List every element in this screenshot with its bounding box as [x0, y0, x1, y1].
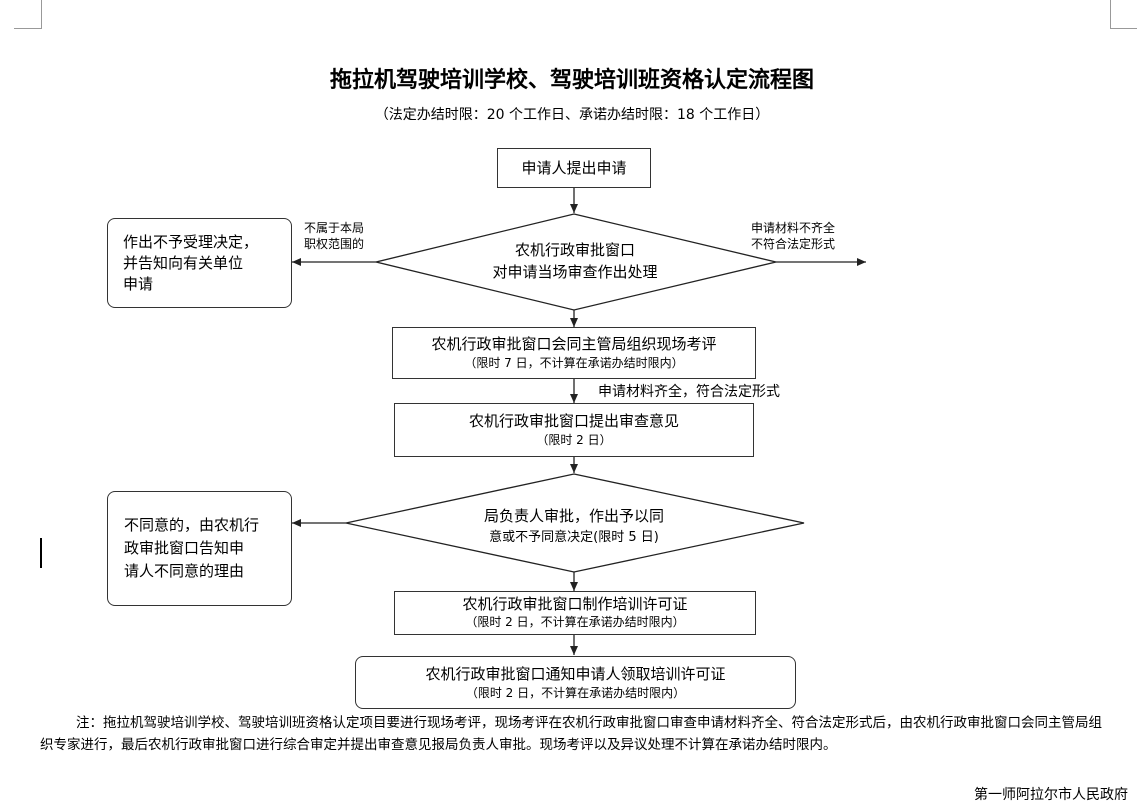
- opinion-text-line1: 农机行政审批窗口提出审查意见: [468, 412, 679, 431]
- apply-box: 申请人提出申请: [497, 148, 651, 188]
- make-text-line1: 农机行政审批窗口制作培训许可证: [462, 595, 688, 614]
- crop-mark-tr-h: [1110, 28, 1137, 29]
- make-license-box: 农机行政审批窗口制作培训许可证 （限时 2 日，不计算在承诺办结时限内）: [394, 591, 756, 635]
- reject-text-line2: 并告知向有关单位: [123, 253, 244, 272]
- review-text-line1: 农机行政审批窗口: [514, 241, 635, 259]
- page-title: 拖拉机驾驶培训学校、驾驶培训班资格认定流程图: [329, 67, 814, 93]
- inspect-box: 农机行政审批窗口会同主管局组织现场考评 （限时 7 日，不计算在承诺办结时限内）: [392, 327, 756, 379]
- opinion-text-line2: （限时 2 日）: [536, 433, 612, 448]
- review-text-line2: 对申请当场审查作出处理: [492, 262, 658, 281]
- approve-text-line2: 意或不予同意决定(限时 5 日): [489, 529, 659, 545]
- disagree-text-line2: 政审批窗口告知申: [124, 538, 245, 557]
- label-incomplete-line1: 申请材料不齐全: [751, 221, 836, 235]
- review-diamond-text: 农机行政审批窗口 对申请当场审查作出处理: [460, 240, 690, 284]
- label-complete: 申请材料齐全，符合法定形式: [598, 384, 780, 400]
- text-cursor: [40, 538, 42, 568]
- footer-issuer: 第一师阿拉尔市人民政府: [974, 787, 1128, 803]
- footnote: 注：拖拉机驾驶培训学校、驾驶培训班资格认定项目要进行现场考评，现场考评在农机行政…: [40, 715, 1102, 753]
- page-subtitle: （法定办结时限：20 个工作日、承诺办结时限：18 个工作日）: [374, 107, 770, 123]
- notify-text-line1: 农机行政审批窗口通知申请人领取培训许可证: [425, 664, 726, 683]
- notify-text-line2: （限时 2 日，不计算在承诺办结时限内）: [465, 685, 686, 700]
- label-not-in-scope: 不属于本局 职权范围的: [304, 220, 364, 252]
- label-not-in-scope-line2: 职权范围的: [304, 237, 365, 252]
- crop-mark-tl-v: [41, 0, 42, 29]
- crop-mark-tl-h: [14, 28, 41, 29]
- apply-text: 申请人提出申请: [521, 158, 627, 177]
- opinion-box: 农机行政审批窗口提出审查意见 （限时 2 日）: [394, 403, 754, 457]
- reject-text-line3: 申请: [123, 274, 154, 293]
- disagree-text-line3: 请人不同意的理由: [124, 562, 245, 581]
- reject-text-line1: 作出不予受理决定，: [123, 232, 259, 251]
- crop-mark-tr-v: [1110, 0, 1111, 29]
- approve-diamond-text: 局负责人审批，作出予以同 意或不予同意决定(限时 5 日): [460, 505, 688, 547]
- approve-text-line1: 局负责人审批，作出予以同: [483, 507, 664, 525]
- disagree-box: 不同意的，由农机行 政审批窗口告知申 请人不同意的理由: [107, 491, 292, 606]
- disagree-text-line1: 不同意的，由农机行: [124, 515, 260, 534]
- label-incomplete: 申请材料不齐全 不符合法定形式: [751, 220, 835, 252]
- inspect-text-line2: （限时 7 日，不计算在承诺办结时限内）: [464, 356, 684, 371]
- notify-box: 农机行政审批窗口通知申请人领取培训许可证 （限时 2 日，不计算在承诺办结时限内…: [355, 656, 796, 709]
- label-incomplete-line2: 不符合法定形式: [751, 237, 836, 252]
- label-not-in-scope-line1: 不属于本局: [304, 221, 365, 235]
- reject-box: 作出不予受理决定， 并告知向有关单位 申请: [107, 218, 292, 308]
- make-text-line2: （限时 2 日，不计算在承诺办结时限内）: [465, 614, 685, 629]
- inspect-text-line1: 农机行政审批窗口会同主管局组织现场考评: [431, 335, 717, 354]
